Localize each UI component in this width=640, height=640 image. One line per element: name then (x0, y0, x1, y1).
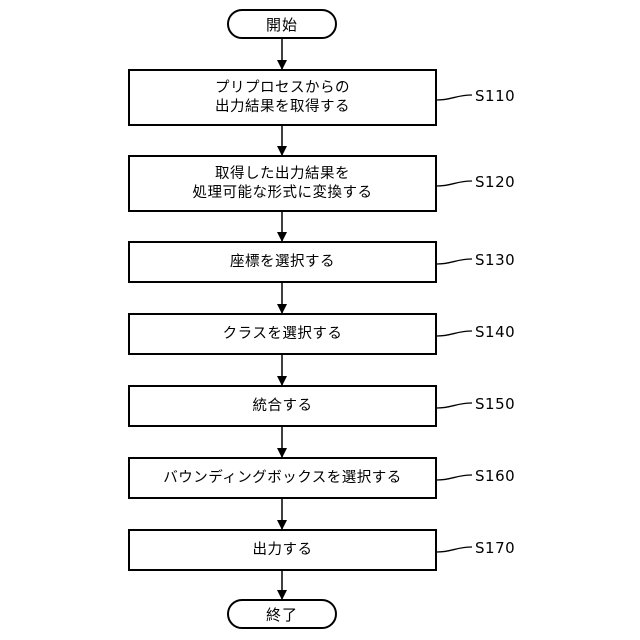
start-label: 開始 (266, 14, 298, 35)
step-label-s130: S130 (475, 251, 515, 269)
step-label-s120: S120 (475, 173, 515, 191)
step-label-s150: S150 (475, 395, 515, 413)
step-s110-line-1: プリプロセスからの (215, 79, 350, 98)
step-s140-line-1: クラスを選択する (223, 325, 343, 344)
step-box-s160: バウンディングボックスを選択する (128, 457, 437, 499)
label-leader-3 (437, 259, 472, 264)
end-label: 終了 (266, 604, 298, 625)
step-label-s170: S170 (475, 539, 515, 557)
step-s120-line-2: 処理可能な形式に変換する (193, 184, 373, 203)
step-s150-line-1: 統合する (253, 397, 313, 416)
step-box-s130: 座標を選択する (128, 241, 437, 283)
step-box-s170: 出力する (128, 529, 437, 571)
step-s120-line-1: 取得した出力結果を (193, 165, 373, 184)
step-label-s160: S160 (475, 467, 515, 485)
step-s110-line-2: 出力結果を取得する (215, 98, 350, 117)
step-s130-line-1: 座標を選択する (230, 253, 335, 272)
step-label-s140: S140 (475, 323, 515, 341)
label-leader-7 (437, 547, 472, 552)
step-label-s110: S110 (475, 87, 515, 105)
step-box-s140: クラスを選択する (128, 313, 437, 355)
step-s160-line-1: バウンディングボックスを選択する (163, 469, 402, 488)
label-leader-6 (437, 475, 472, 480)
label-leader-1 (437, 95, 472, 100)
step-box-s120: 取得した出力結果を 処理可能な形式に変換する (128, 155, 437, 212)
start-terminal: 開始 (227, 9, 337, 39)
label-leader-2 (437, 181, 472, 186)
step-s170-line-1: 出力する (253, 541, 313, 560)
end-terminal: 終了 (227, 599, 337, 629)
label-leader-5 (437, 403, 472, 408)
step-box-s150: 統合する (128, 385, 437, 427)
step-box-s110: プリプロセスからの 出力結果を取得する (128, 69, 437, 126)
label-leader-4 (437, 331, 472, 336)
